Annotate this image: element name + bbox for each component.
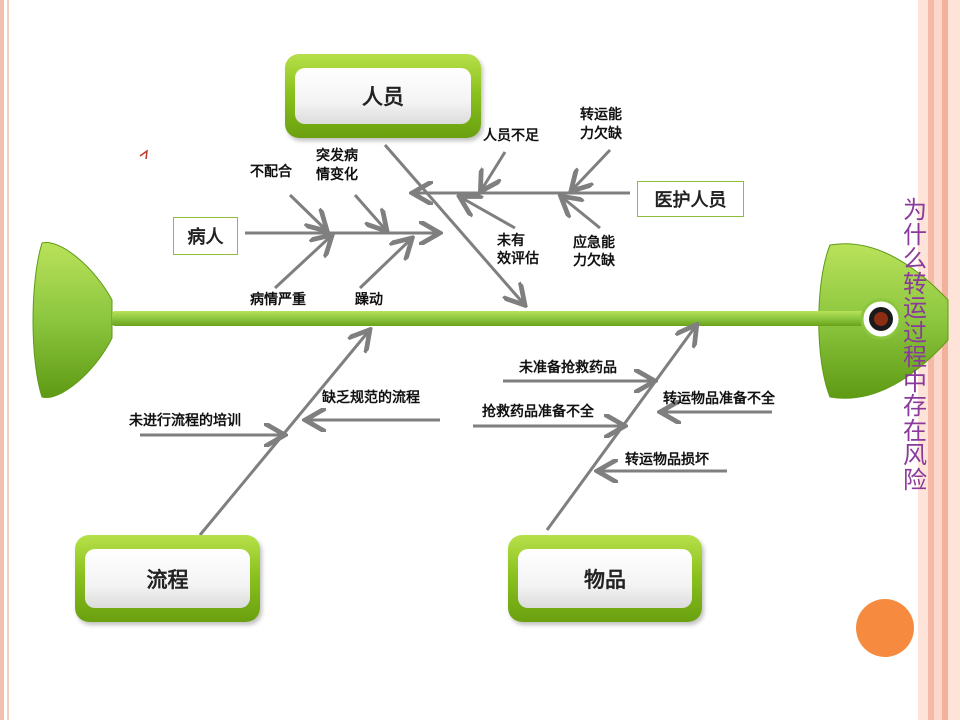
bone-personnel — [383, 144, 523, 303]
cause-agitation: 躁动 — [355, 292, 383, 308]
cause-staff-shortage: 人员不足 — [483, 128, 539, 144]
cause-transfer-ability-line2: 力欠缺 — [580, 126, 622, 142]
title-char: 转 — [903, 269, 927, 298]
cause-incomplete-rescue-drugs: 抢救药品准备不全 — [482, 404, 594, 420]
cause-emergency-ability-line2: 力欠缺 — [573, 253, 615, 269]
category-box-items: 物品 — [508, 535, 702, 622]
cause-severe-condition: 病情严重 — [250, 292, 306, 308]
left-border-stripe — [0, 0, 4, 720]
cause-emergency-ability-line1: 应急能 — [573, 235, 615, 251]
title-char: 运 — [903, 294, 927, 322]
category-label-items: 物品 — [518, 549, 692, 608]
category-label-process: 流程 — [85, 549, 250, 608]
box-medical-staff: 医护人员 — [637, 181, 744, 217]
vertical-title: 为 什 么 转 运 过 程 中 存 在 风 险 — [900, 198, 930, 492]
cause-sudden-change-line1: 突发病 — [316, 148, 358, 164]
cause-no-standard-process: 缺乏规范的流程 — [322, 390, 420, 406]
title-char: 险 — [903, 465, 927, 494]
stray-mark — [139, 149, 148, 160]
cause-damaged-transfer-items: 转运物品损坏 — [625, 452, 709, 468]
right-border-stripe — [948, 0, 960, 720]
title-char: 么 — [903, 245, 927, 273]
cause-no-eval-line2: 效评估 — [497, 251, 539, 267]
title-char: 什 — [903, 220, 927, 249]
title-char: 在 — [903, 416, 927, 445]
title-char: 过 — [903, 318, 927, 347]
cause-transfer-ability-line1: 转运能 — [580, 107, 622, 123]
left-border-stripe — [7, 0, 9, 720]
right-border-stripe — [934, 0, 942, 720]
bone-items — [545, 327, 695, 531]
title-char: 为 — [903, 196, 927, 224]
fish-spine — [112, 311, 872, 326]
cause-no-training: 未进行流程的培训 — [129, 413, 241, 429]
title-char: 存 — [903, 392, 927, 420]
title-char: 风 — [903, 441, 927, 469]
cause-incomplete-transfer-items: 转运物品准备不全 — [663, 391, 775, 407]
cause-not-cooperating: 不配合 — [250, 164, 292, 180]
cause-sudden-change-line2: 情变化 — [316, 167, 358, 183]
box-patient: 病人 — [173, 217, 238, 255]
category-label-personnel: 人员 — [295, 68, 471, 124]
category-box-personnel: 人员 — [285, 54, 481, 138]
right-border-stripe — [942, 0, 948, 720]
fish-tail — [32, 241, 113, 399]
right-border-stripe — [928, 0, 934, 720]
title-char: 程 — [903, 343, 927, 371]
orange-circle-decoration — [856, 599, 914, 657]
cause-no-eval-line1: 未有 — [497, 233, 525, 249]
category-box-process: 流程 — [75, 535, 260, 622]
cause-no-rescue-drugs: 未准备抢救药品 — [519, 360, 617, 376]
title-char: 中 — [903, 367, 927, 396]
